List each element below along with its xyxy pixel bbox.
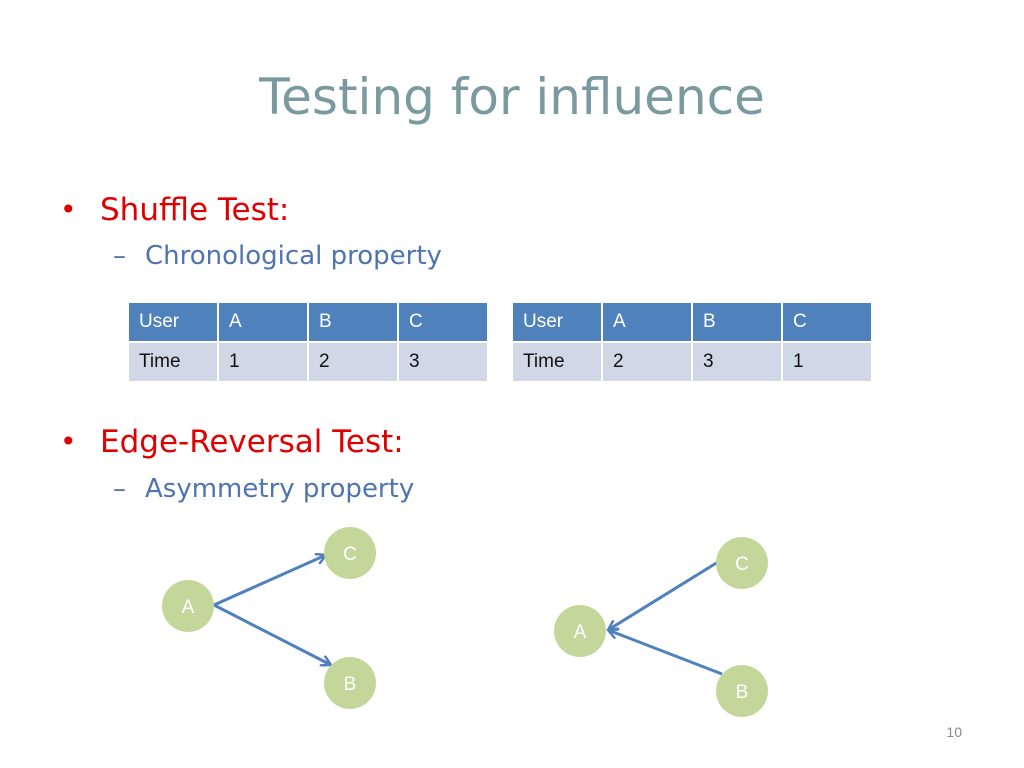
table-cell: C	[781, 301, 873, 343]
node-a: A	[554, 605, 606, 657]
slide-title: Testing for influence	[259, 68, 765, 126]
edge-reversal-test-heading: Edge-Reversal Test:	[100, 424, 404, 460]
table-cell: B	[307, 301, 399, 343]
table-cell: Time	[127, 341, 219, 383]
edge-b-to-a	[608, 630, 723, 676]
node-label: A	[574, 622, 587, 643]
graph-reversed: C A B	[554, 537, 768, 717]
shuffle-table-shuffled: User A B C Time 2 3 1	[511, 301, 873, 383]
table-cell: A	[217, 301, 309, 343]
table-cell: User	[511, 301, 603, 343]
page-number: 10	[946, 724, 962, 740]
edge-c-to-a	[608, 560, 719, 632]
chronological-property-text: Chronological property	[145, 241, 442, 271]
table-cell: 2	[601, 341, 693, 383]
node-b: B	[716, 665, 768, 717]
table-header-row: User A B C	[127, 301, 489, 343]
shuffle-test-heading: Shuffle Test:	[100, 192, 290, 228]
table-header-row: User A B C	[511, 301, 873, 343]
sub-dash: –	[113, 241, 126, 271]
bullet-dot: •	[60, 193, 77, 226]
node-label: C	[343, 544, 357, 565]
table-row: Time 2 3 1	[511, 341, 873, 383]
node-c: C	[324, 527, 376, 579]
shuffle-table-original: User A B C Time 1 2 3	[127, 301, 489, 383]
node-a: A	[162, 580, 214, 632]
node-label: C	[735, 554, 749, 575]
node-c: C	[716, 537, 768, 589]
table-cell: 1	[217, 341, 309, 383]
table-cell: B	[691, 301, 783, 343]
table-cell: 3	[691, 341, 783, 383]
node-label: B	[344, 674, 357, 695]
graph-original: A C B	[162, 527, 376, 709]
table-cell: Time	[511, 341, 603, 383]
table-cell: 2	[307, 341, 399, 383]
sub-dash: –	[113, 474, 126, 504]
edge-a-to-c	[213, 555, 326, 607]
edge-a-to-b	[213, 603, 331, 665]
table-cell: A	[601, 301, 693, 343]
asymmetry-property-text: Asymmetry property	[145, 474, 415, 504]
node-label: B	[736, 682, 749, 703]
table-cell: C	[397, 301, 489, 343]
table-cell: 1	[781, 341, 873, 383]
table-cell: User	[127, 301, 219, 343]
bullet-dot: •	[60, 425, 77, 458]
node-b: B	[324, 657, 376, 709]
table-cell: 3	[397, 341, 489, 383]
table-row: Time 1 2 3	[127, 341, 489, 383]
node-label: A	[182, 597, 195, 618]
